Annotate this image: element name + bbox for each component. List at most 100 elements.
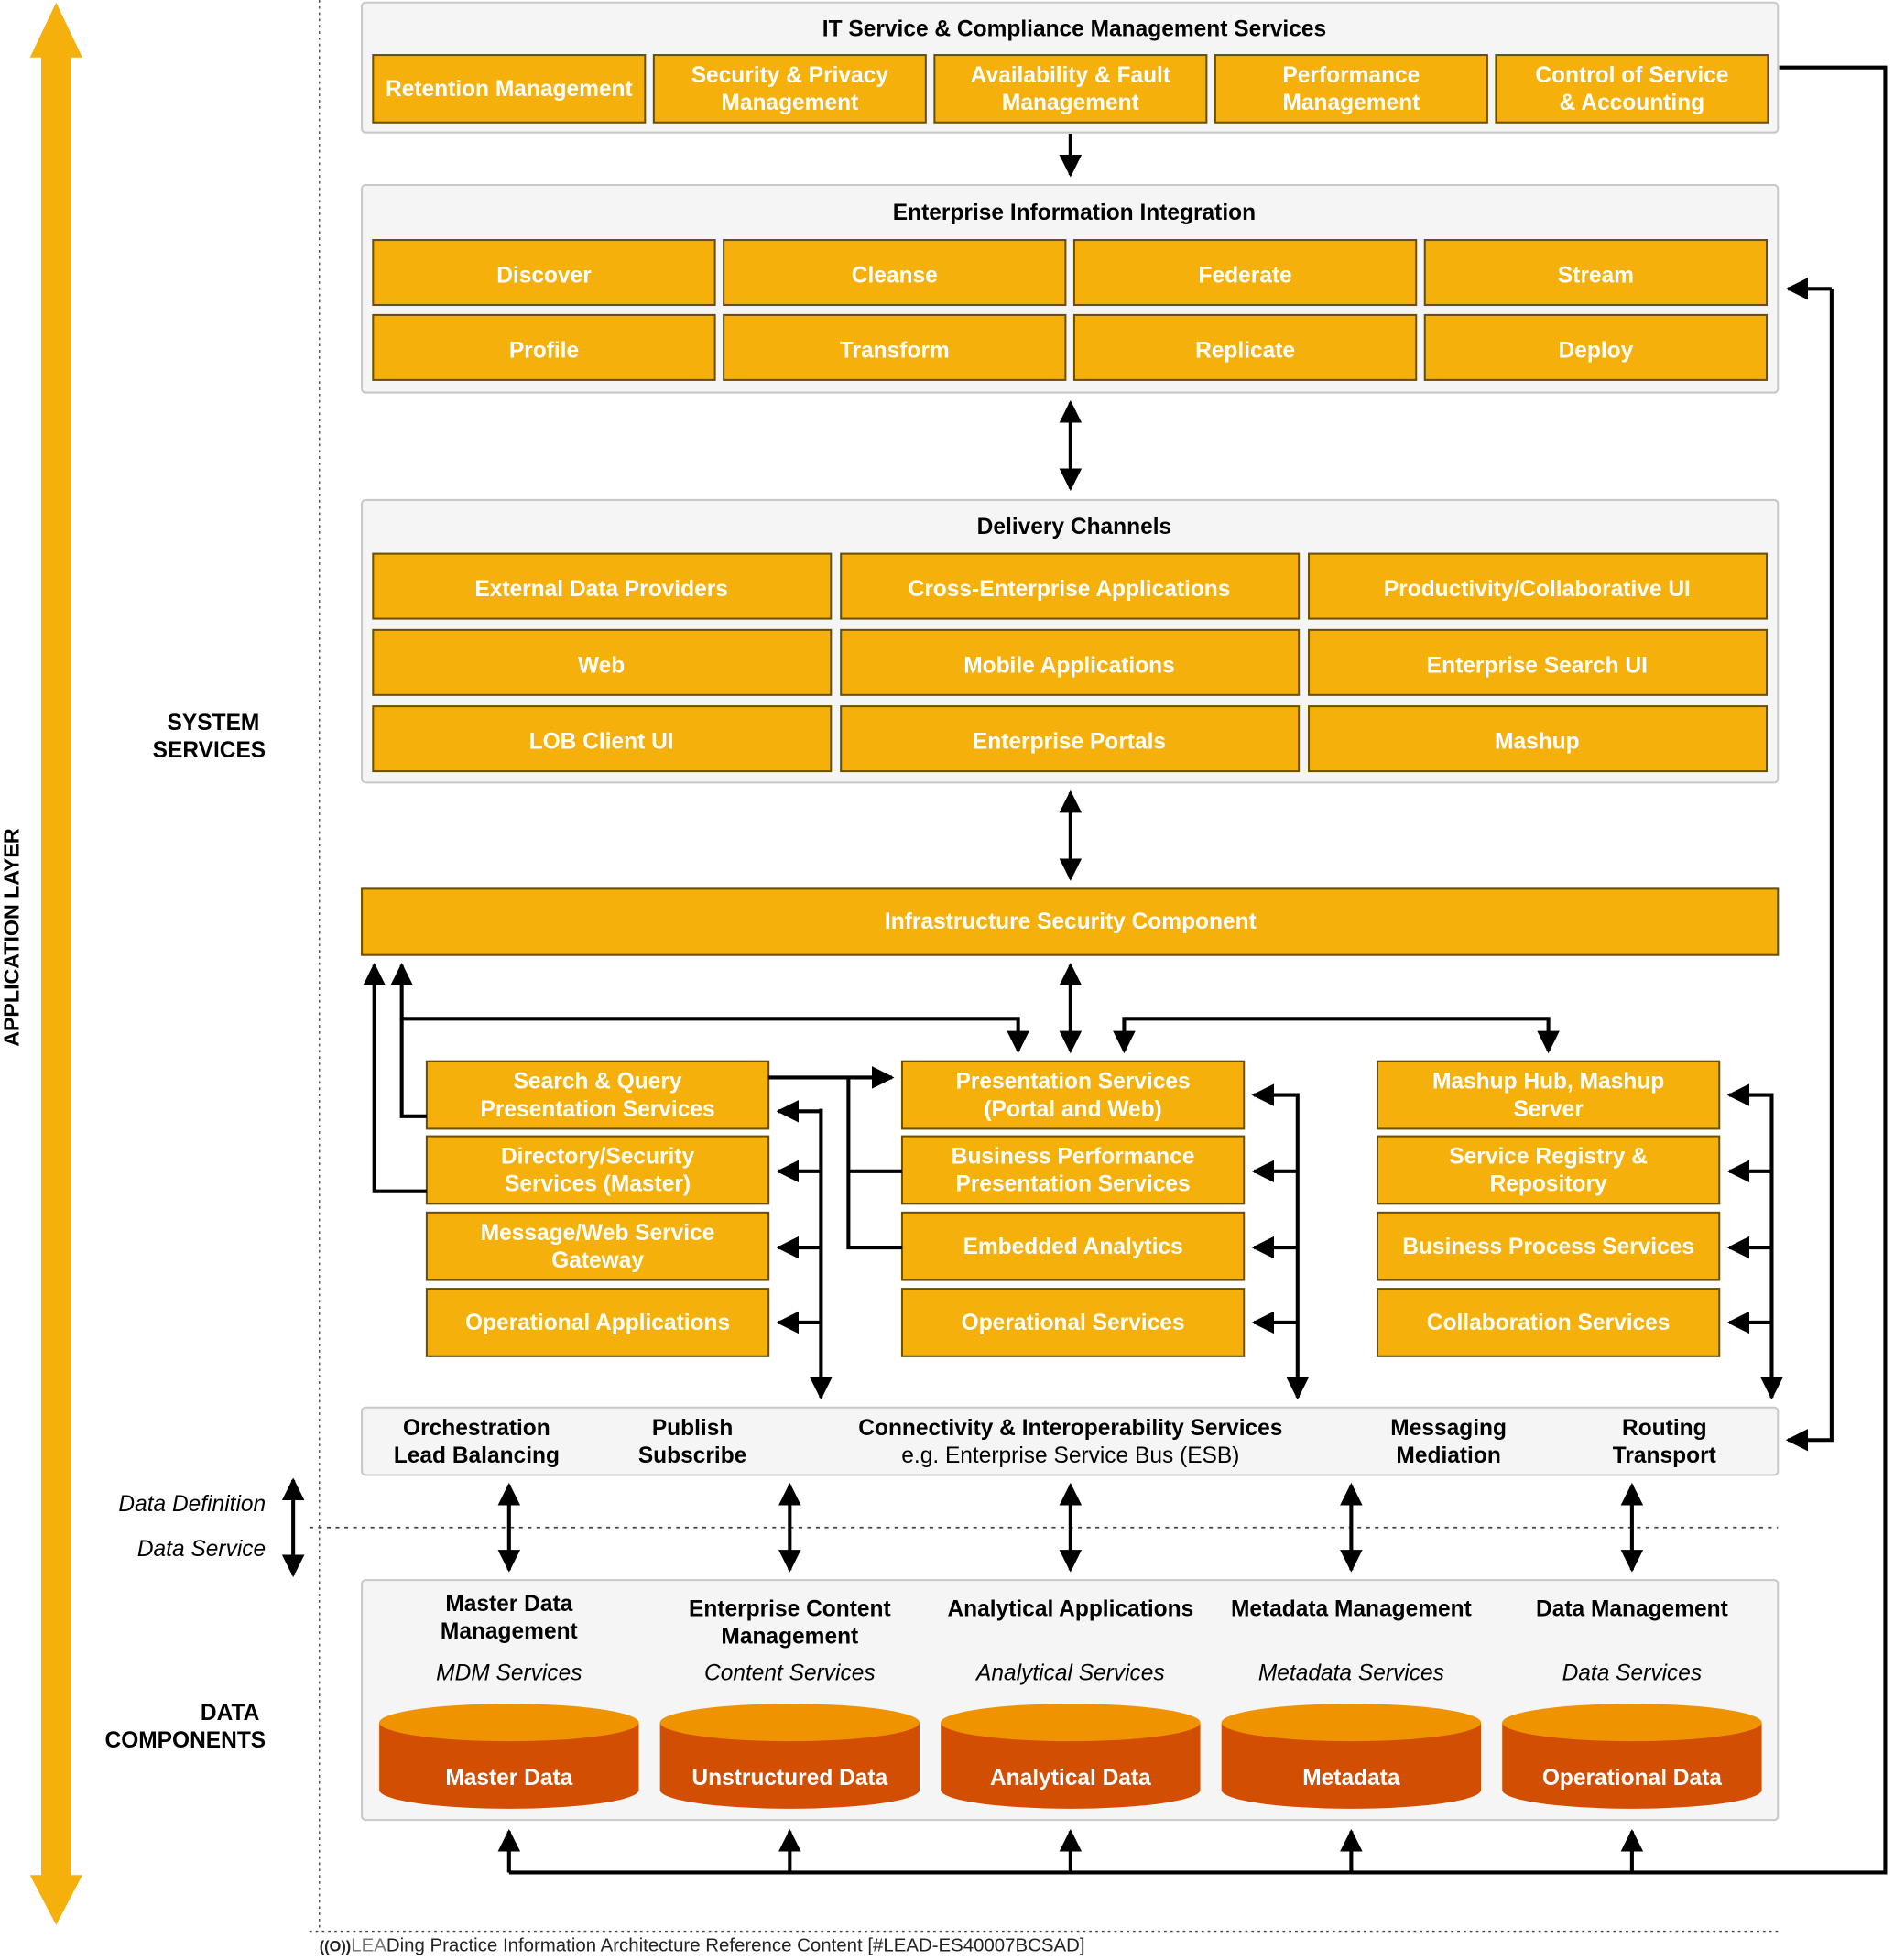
delivery-box: Mobile Applications bbox=[840, 628, 1301, 696]
service-box-middle: Embedded Analytics bbox=[900, 1211, 1246, 1281]
svg-text:Analytical Data: Analytical Data bbox=[990, 1766, 1151, 1791]
svg-text:Collaboration Services: Collaboration Services bbox=[1427, 1311, 1671, 1335]
connectivity-panel bbox=[361, 1406, 1780, 1476]
footer-credit: ((O))LEADing Practice Information Archit… bbox=[320, 1934, 1085, 1955]
svg-text:LOB Client UI: LOB Client UI bbox=[529, 729, 674, 754]
connector-arrows bbox=[363, 65, 1888, 1875]
service-box-right: Business Process Services bbox=[1376, 1211, 1721, 1281]
it-service-box: Retention Management bbox=[372, 54, 647, 124]
delivery-box: Enterprise Portals bbox=[840, 705, 1301, 773]
svg-text:Operational Applications: Operational Applications bbox=[465, 1311, 730, 1335]
svg-text:Service Registry &Repository: Service Registry &Repository bbox=[1449, 1145, 1648, 1197]
svg-text:Web: Web bbox=[578, 653, 625, 678]
eii-box: Stream bbox=[1423, 239, 1769, 307]
service-box-middle: Operational Services bbox=[900, 1288, 1246, 1357]
svg-text:Business Process Services: Business Process Services bbox=[1402, 1235, 1694, 1259]
application-layer-arrow bbox=[29, 2, 82, 1925]
data-component-analytical: Analytical Applications Analytical Servi… bbox=[947, 1597, 1193, 1686]
delivery-box: LOB Client UI bbox=[372, 705, 833, 773]
svg-text:Cross-Enterprise Applications: Cross-Enterprise Applications bbox=[909, 577, 1231, 602]
svg-text:Enterprise Search UI: Enterprise Search UI bbox=[1427, 653, 1648, 678]
svg-text:Analytical Services: Analytical Services bbox=[974, 1661, 1165, 1685]
eii-box: Federate bbox=[1072, 239, 1418, 307]
eii-box: Replicate bbox=[1072, 313, 1418, 381]
service-box-middle: Presentation Services(Portal and Web) bbox=[900, 1060, 1246, 1130]
delivery-box: Mashup bbox=[1308, 705, 1769, 773]
svg-text:Mashup: Mashup bbox=[1495, 729, 1580, 754]
application-layer-label: APPLICATION LAYER bbox=[0, 828, 23, 1047]
svg-text:Operational Services: Operational Services bbox=[962, 1311, 1185, 1335]
database-cylinder-icon: Analytical Data bbox=[941, 1704, 1201, 1809]
svg-text:Content Services: Content Services bbox=[704, 1661, 876, 1685]
svg-text:Profile: Profile bbox=[509, 338, 579, 363]
service-box-right: Service Registry &Repository bbox=[1376, 1135, 1721, 1205]
eii-box: Profile bbox=[372, 313, 716, 381]
svg-text:Unstructured Data: Unstructured Data bbox=[691, 1766, 887, 1791]
data-component-metadata: Metadata Management Metadata Services bbox=[1231, 1597, 1472, 1686]
service-box-left: Operational Applications bbox=[425, 1288, 770, 1357]
it-service-title: IT Service & Compliance Management Servi… bbox=[822, 17, 1326, 42]
svg-text:Metadata Services: Metadata Services bbox=[1258, 1661, 1444, 1685]
svg-text:Data Services: Data Services bbox=[1562, 1661, 1703, 1685]
svg-text:Enterprise Portals: Enterprise Portals bbox=[973, 729, 1166, 754]
eii-box: Discover bbox=[372, 239, 716, 307]
svg-text:External Data Providers: External Data Providers bbox=[474, 577, 728, 602]
eii-box: Deploy bbox=[1423, 313, 1769, 381]
data-components-label: DATA COMPONENTS bbox=[105, 1701, 267, 1753]
svg-text:Productivity/Collaborative UI: Productivity/Collaborative UI bbox=[1384, 577, 1691, 602]
service-box-right: Collaboration Services bbox=[1376, 1288, 1721, 1357]
svg-text:MDM Services: MDM Services bbox=[436, 1661, 582, 1685]
delivery-box: Cross-Enterprise Applications bbox=[840, 552, 1301, 620]
svg-text:Control of Service& Accounting: Control of Service& Accounting bbox=[1535, 63, 1728, 115]
system-services-label: SYSTEM SERVICES bbox=[153, 711, 267, 763]
svg-text:Master Data: Master Data bbox=[445, 1766, 572, 1791]
svg-text:Retention Management: Retention Management bbox=[386, 77, 633, 102]
data-definition-label: Data Definition bbox=[118, 1492, 266, 1517]
infrastructure-security-box: Infrastructure Security Component bbox=[361, 887, 1780, 956]
it-service-box: Control of Service& Accounting bbox=[1495, 54, 1769, 124]
connectivity-subtitle: e.g. Enterprise Service Bus (ESB) bbox=[901, 1443, 1239, 1468]
svg-text:Cleanse: Cleanse bbox=[852, 263, 938, 288]
svg-text:Federate: Federate bbox=[1198, 263, 1291, 288]
delivery-box: Enterprise Search UI bbox=[1308, 628, 1769, 696]
delivery-box: Productivity/Collaborative UI bbox=[1308, 552, 1769, 620]
svg-text:Infrastructure Security Compon: Infrastructure Security Component bbox=[885, 909, 1257, 934]
delivery-channels-title: Delivery Channels bbox=[977, 515, 1172, 539]
data-service-label: Data Service bbox=[137, 1537, 266, 1562]
connectivity-item: Connectivity & Interoperability Services bbox=[858, 1416, 1282, 1441]
eii-box: Transform bbox=[723, 313, 1067, 381]
data-component-data-management: Data Management Data Services bbox=[1536, 1597, 1728, 1686]
eii-title: Enterprise Information Integration bbox=[893, 201, 1256, 225]
database-cylinder-icon: Unstructured Data bbox=[659, 1704, 920, 1809]
leading-practice-logo-icon: ((O)) bbox=[320, 1938, 351, 1955]
svg-text:Embedded Analytics: Embedded Analytics bbox=[963, 1235, 1182, 1259]
database-cylinder-icon: Operational Data bbox=[1502, 1704, 1762, 1809]
svg-text:Mobile Applications: Mobile Applications bbox=[963, 653, 1175, 678]
eii-box: Cleanse bbox=[723, 239, 1067, 307]
svg-text:Data Management: Data Management bbox=[1536, 1597, 1728, 1622]
